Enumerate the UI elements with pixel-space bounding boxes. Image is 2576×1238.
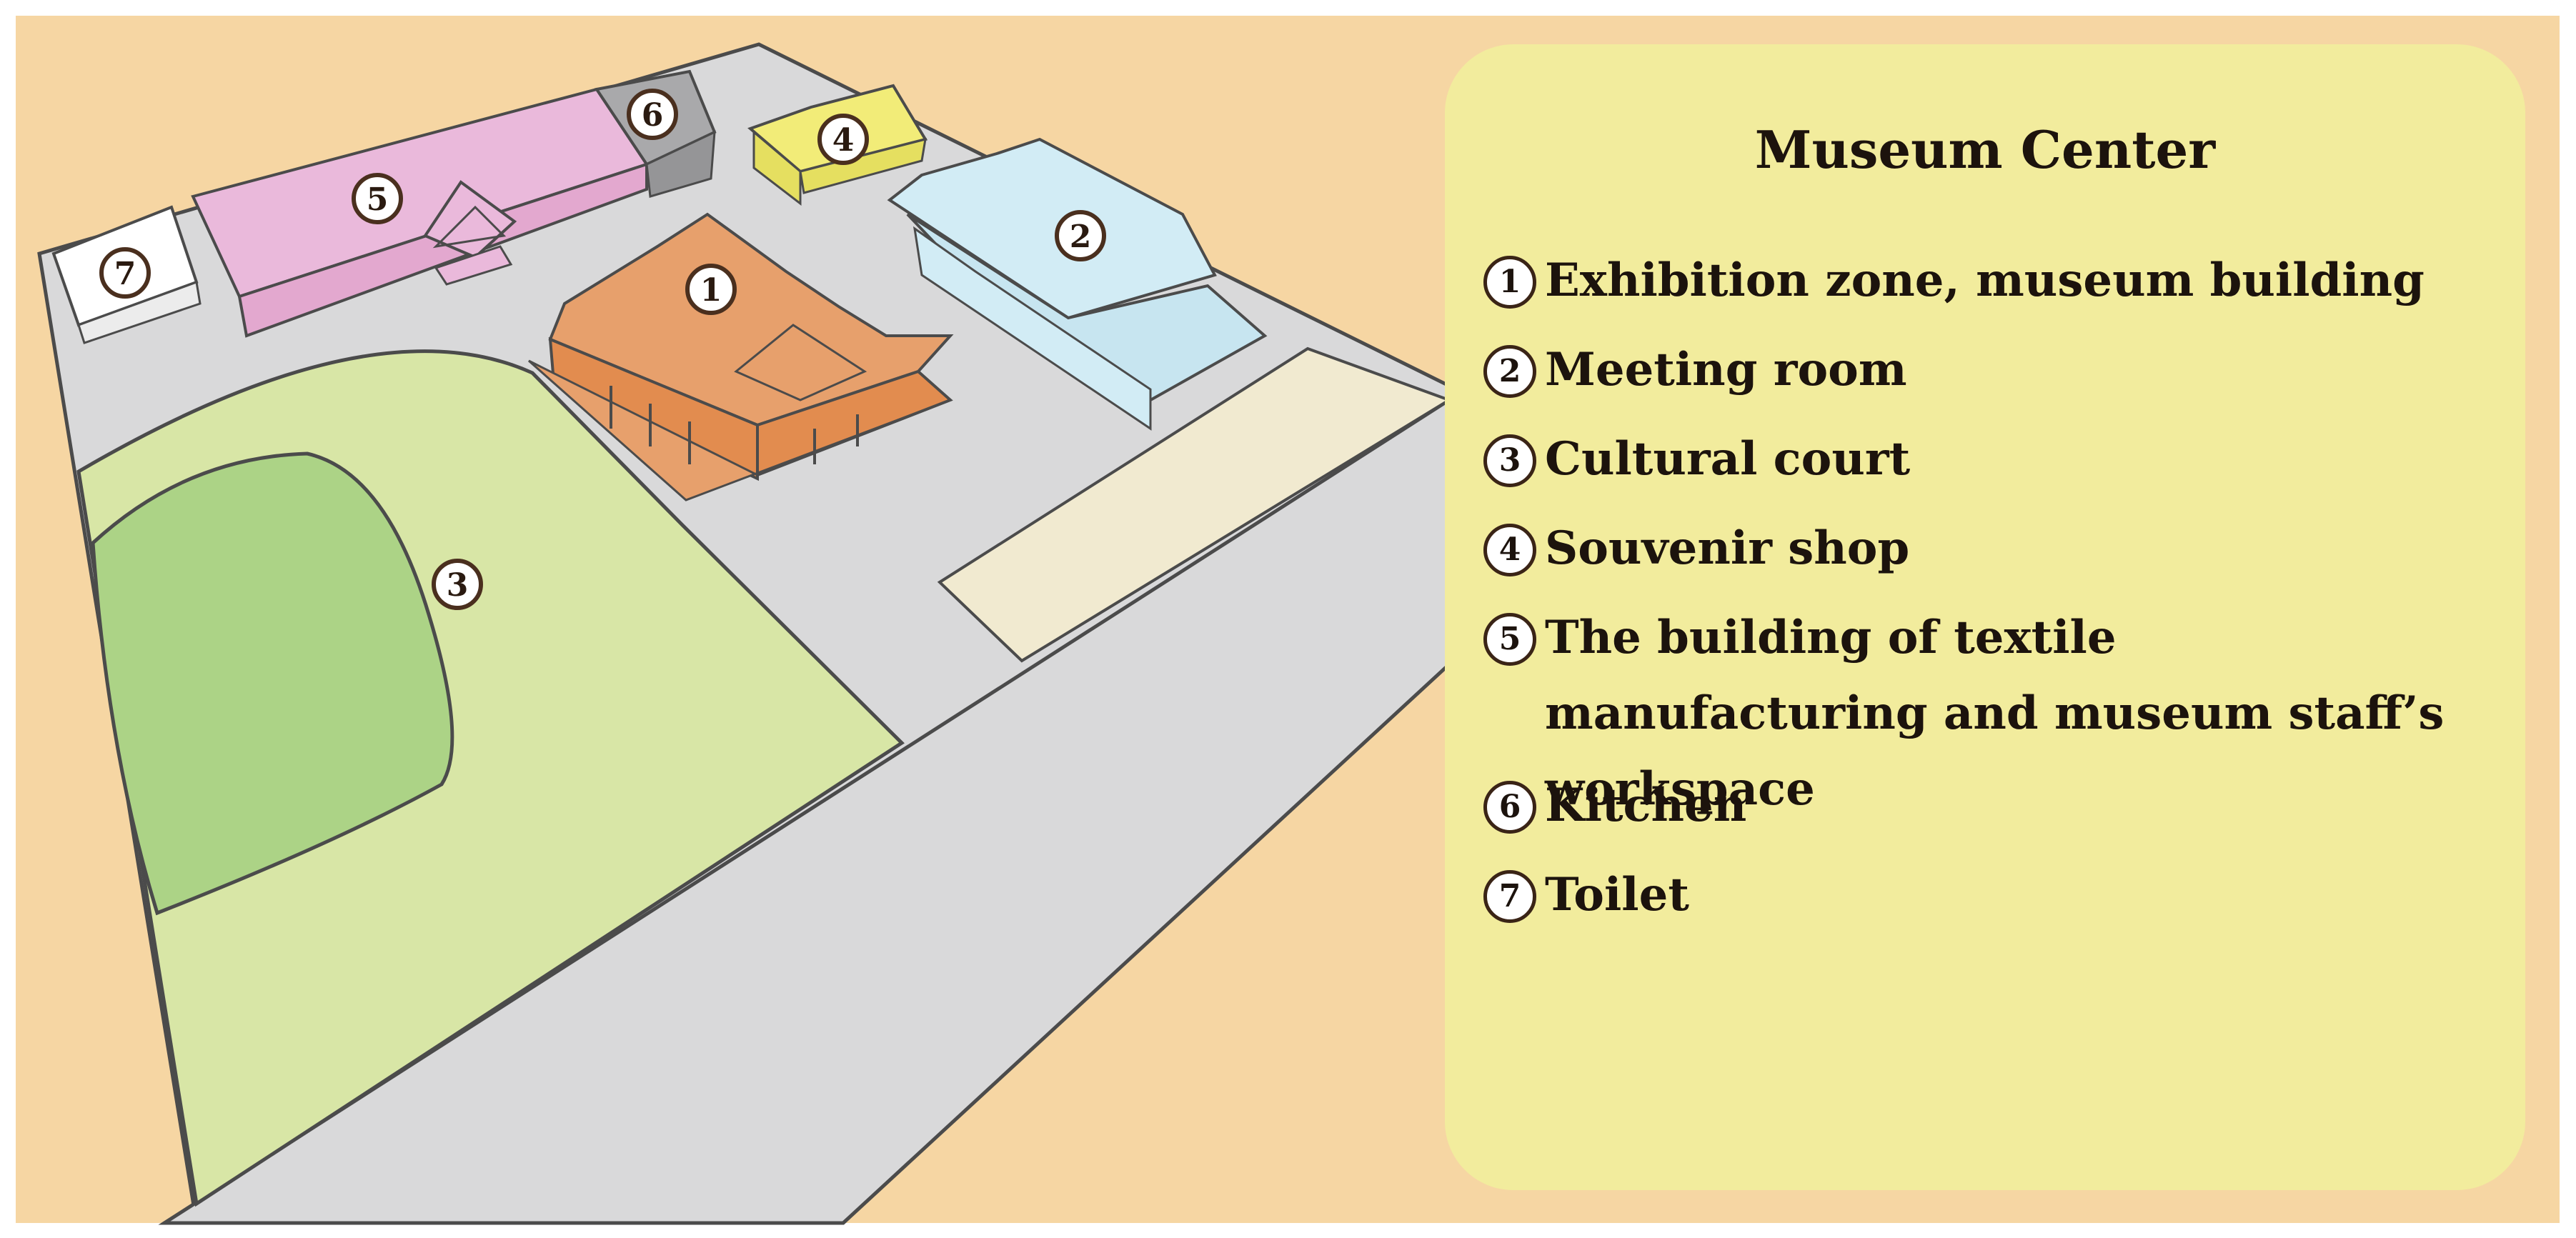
legend-item-kitchen: 6 Kitchen: [1483, 777, 2495, 844]
legend-item-toilet: 7 Toilet: [1483, 866, 2495, 933]
marker-6: 6: [627, 89, 678, 140]
meeting-building: [887, 137, 1268, 431]
svg-text:2: 2: [1070, 219, 1092, 255]
marker-1: 1: [685, 264, 737, 315]
legend-item-textile-building: 5 The building of textile manufacturing …: [1483, 609, 2495, 827]
legend-item-label: Toilet: [1545, 868, 1689, 922]
legend-item-label: The building of textile manufacturing an…: [1545, 611, 2445, 816]
svg-text:7: 7: [114, 256, 136, 292]
legend-number-badge: 3: [1483, 434, 1536, 487]
legend-number-badge: 6: [1483, 781, 1536, 834]
svg-text:5: 5: [367, 181, 389, 218]
legend-item-label: Cultural court: [1545, 432, 1911, 486]
svg-text:3: 3: [447, 567, 469, 604]
marker-5: 5: [352, 173, 403, 224]
legend-panel: Museum Center 1 Exhibition zone, museum …: [1445, 44, 2525, 1190]
legend-item-label: Kitchen: [1545, 779, 1747, 832]
legend-item-label: Meeting room: [1545, 343, 1907, 396]
legend-title: Museum Center: [1754, 119, 2216, 180]
exhibition-building: [528, 212, 954, 501]
legend-number-badge: 5: [1483, 613, 1536, 666]
legend-item-souvenir-shop: 4 Souvenir shop: [1483, 519, 2495, 586]
svg-text:6: 6: [642, 97, 664, 134]
legend-number-badge: 1: [1483, 256, 1536, 309]
legend-item-cultural-court: 3 Cultural court: [1483, 430, 2495, 497]
legend-number-badge: 7: [1483, 870, 1536, 923]
marker-7: 7: [99, 247, 151, 299]
legend-item-label: Souvenir shop: [1545, 521, 1910, 575]
svg-text:4: 4: [832, 122, 855, 159]
marker-2: 2: [1055, 210, 1106, 261]
cultural-court-lawn: [91, 451, 454, 916]
marker-4: 4: [817, 114, 869, 165]
textile-building: [191, 87, 650, 338]
svg-text:1: 1: [700, 272, 722, 309]
legend-item-meeting-room: 2 Meeting room: [1483, 341, 2495, 408]
marker-3: 3: [432, 559, 483, 610]
legend-number-badge: 2: [1483, 345, 1536, 398]
legend-item-exhibition: 1 Exhibition zone, museum building: [1483, 251, 2495, 319]
legend-number-badge: 4: [1483, 524, 1536, 576]
legend-item-label: Exhibition zone, museum building: [1545, 254, 2425, 307]
